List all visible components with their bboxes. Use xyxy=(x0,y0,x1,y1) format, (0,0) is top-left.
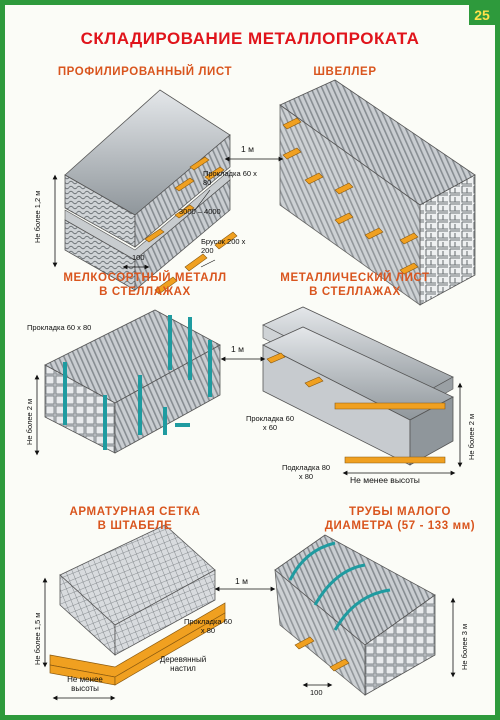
profiled-sheet-spacing-label: 100 xyxy=(132,253,145,262)
pipes-height-label: Не более 3 м xyxy=(460,623,469,670)
profiled-sheet-beam-label: Брусок 200 х 200 xyxy=(201,237,246,255)
rebar-mesh-min-height-label: Не менее высоты xyxy=(67,675,103,693)
heading-small-metal-line1: МЕЛКОСОРТНЫЙ МЕТАЛЛ xyxy=(63,272,227,284)
heading-rebar-mesh: АРМАТУРНАЯ СЕТКА В ШТАБЕЛЕ xyxy=(35,505,235,533)
metal-sheet-height-label: Не более 2 м xyxy=(467,413,476,460)
heading-metal-sheet-line2: В СТЕЛЛАЖАХ xyxy=(309,286,401,298)
pipe-stack xyxy=(274,534,456,696)
small-metal-rack xyxy=(34,309,221,456)
rebar-mesh-gasket-label: Прокладка 60 х 80 xyxy=(183,617,233,635)
heading-metal-sheet: МЕТАЛЛИЧЕСКИЙ ЛИСТ В СТЕЛЛАЖАХ xyxy=(255,271,455,299)
heading-metal-sheet-line1: МЕТАЛЛИЧЕСКИЙ ЛИСТ xyxy=(280,272,430,284)
metal-sheet-stack xyxy=(220,306,463,476)
gap-label-1: 1 м xyxy=(241,144,254,154)
rebar-mesh-height-label: Не более 1,5 м xyxy=(33,612,42,665)
channel-stack xyxy=(224,79,476,306)
profiled-sheet-height-label: Не более 1,2 м xyxy=(33,190,42,243)
page-number-badge: 25 xyxy=(469,5,495,25)
gap-label-2: 1 м xyxy=(231,344,244,354)
rebar-mesh-stack xyxy=(42,524,276,701)
page-title: СКЛАДИРОВАНИЕ МЕТАЛЛОПРОКАТА xyxy=(80,29,420,48)
profiled-sheet-stack xyxy=(52,89,238,295)
heading-pipes: ТРУБЫ МАЛОГО ДИАМЕТРА (57 - 133 мм) xyxy=(305,505,495,533)
heading-pipes-line2: ДИАМЕТРА (57 - 133 мм) xyxy=(324,520,476,532)
heading-small-metal-line2: В СТЕЛЛАЖАХ xyxy=(99,286,191,298)
metal-sheet-min-height-label: Не менее высоты xyxy=(350,475,420,485)
rebar-mesh-floor-label: Деревянный настил xyxy=(159,655,207,673)
heading-channel: ШВЕЛЛЕР xyxy=(313,66,377,78)
small-metal-gasket-label: Прокладка 60 х 80 xyxy=(27,323,92,332)
profiled-sheet-gasket-label: Прокладка 60 х 80 xyxy=(203,169,257,187)
profiled-sheet-length-label: 3000 – 4000 xyxy=(179,207,221,216)
pipes-spacing-label: 100 xyxy=(310,688,323,697)
heading-small-metal: МЕЛКОСОРТНЫЙ МЕТАЛЛ В СТЕЛЛАЖАХ xyxy=(45,271,245,299)
small-metal-height-label: Не более 2 м xyxy=(25,398,34,445)
heading-rebar-mesh-line1: АРМАТУРНАЯ СЕТКА xyxy=(69,506,201,518)
illustrations xyxy=(34,79,476,701)
metal-sheet-pad-label: Подкладка 80 х 80 xyxy=(281,463,331,481)
heading-rebar-mesh-line2: В ШТАБЕЛЕ xyxy=(97,520,173,532)
metal-sheet-gasket-label: Прокладка 60 х 60 xyxy=(245,414,295,432)
gap-label-3: 1 м xyxy=(235,576,248,586)
heading-pipes-line1: ТРУБЫ МАЛОГО xyxy=(349,506,451,518)
heading-profiled-sheet: ПРОФИЛИРОВАННЫЙ ЛИСТ xyxy=(57,66,233,78)
